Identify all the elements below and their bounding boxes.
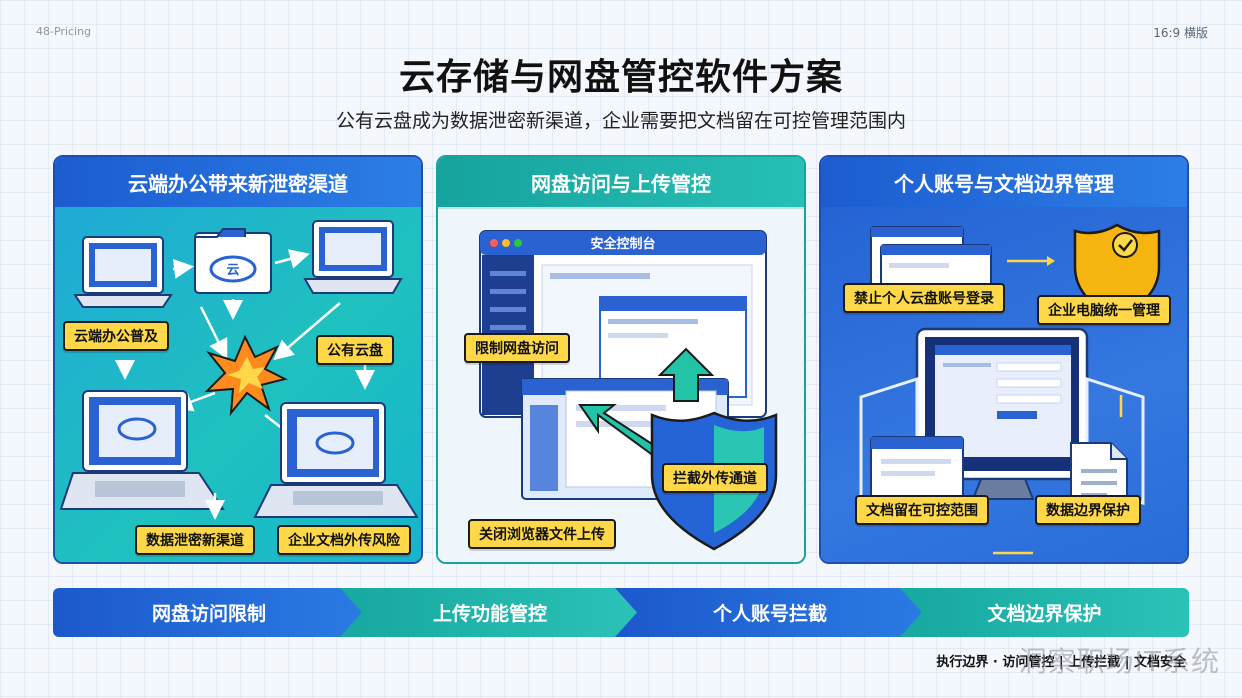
tag-doc-controlled: 文档留在可控范围 bbox=[855, 495, 989, 525]
panel-body: 安全控制台 bbox=[438, 207, 804, 562]
tag-restrict-access: 限制网盘访问 bbox=[464, 333, 570, 363]
panel-body: 禁止个人云盘账号登录 企业电脑统一管理 文档留在可控范围 数据边界保护 bbox=[821, 207, 1187, 562]
cloud-label: 云 bbox=[226, 263, 239, 278]
panel-title: 个人账号与文档边界管理 bbox=[821, 157, 1187, 207]
tag-cloud-office: 云端办公普及 bbox=[63, 321, 169, 351]
security-console-illustration: 安全控制台 bbox=[479, 230, 778, 551]
laptop-icon bbox=[253, 402, 419, 518]
panel-title: 网盘访问与上传管控 bbox=[438, 157, 804, 207]
flow-step-doc-boundary: 文档边界保护 bbox=[900, 588, 1189, 637]
leak-burst-icon bbox=[204, 334, 288, 417]
page-subtitle: 公有云盘成为数据泄密新渠道，企业需要把文档留在可控管理范围内 bbox=[335, 110, 906, 132]
tag-leak-channel: 数据泄密新渠道 bbox=[135, 525, 255, 555]
panel-access-upload: 网盘访问与上传管控 安全控制台 bbox=[436, 155, 806, 564]
tag-doc-risk: 企业文档外传风险 bbox=[277, 525, 411, 555]
page-title: 云存储与网盘管控软件方案 bbox=[398, 57, 843, 98]
tag-public-cloud: 公有云盘 bbox=[316, 335, 394, 365]
tag-data-boundary: 数据边界保护 bbox=[1035, 495, 1141, 525]
tag-disable-upload: 关闭浏览器文件上传 bbox=[468, 519, 616, 549]
tag-unified-management: 企业电脑统一管理 bbox=[1037, 295, 1171, 325]
tag-block-channel: 拦截外传通道 bbox=[662, 463, 768, 493]
footer-note: 执行边界 · 访问管控 | 上传拦截 | 文档安全 bbox=[936, 655, 1186, 670]
panel-body: 云 bbox=[55, 207, 421, 562]
laptop-icon bbox=[303, 220, 403, 294]
laptop-icon bbox=[59, 390, 225, 510]
watermark: 洞察职场IT系统 bbox=[1018, 645, 1220, 678]
flow-step-upload-control: 上传功能管控 bbox=[340, 588, 640, 637]
laptop-icon bbox=[73, 236, 173, 308]
cloud-leak-illustration: 云 bbox=[59, 220, 419, 520]
minimize-icon bbox=[502, 239, 510, 247]
upload-arrow-icon bbox=[657, 347, 715, 402]
maximize-icon bbox=[514, 239, 522, 247]
panel-cloud-leak: 云端办公带来新泄密渠道 云 bbox=[53, 155, 423, 564]
cloud-folder-icon: 云 bbox=[194, 228, 272, 294]
close-icon bbox=[490, 239, 498, 247]
panel-account-boundary: 个人账号与文档边界管理 bbox=[819, 155, 1189, 564]
console-title: 安全控制台 bbox=[590, 236, 655, 252]
flow-step-account-block: 个人账号拦截 bbox=[615, 588, 925, 637]
panel-title: 云端办公带来新泄密渠道 bbox=[55, 157, 421, 207]
template-label: 48-Pricing bbox=[36, 25, 92, 38]
aspect-label: 16:9 横版 bbox=[1153, 26, 1208, 40]
tag-block-personal-account: 禁止个人云盘账号登录 bbox=[843, 283, 1005, 313]
flow-step-access-limit: 网盘访问限制 bbox=[53, 588, 365, 637]
